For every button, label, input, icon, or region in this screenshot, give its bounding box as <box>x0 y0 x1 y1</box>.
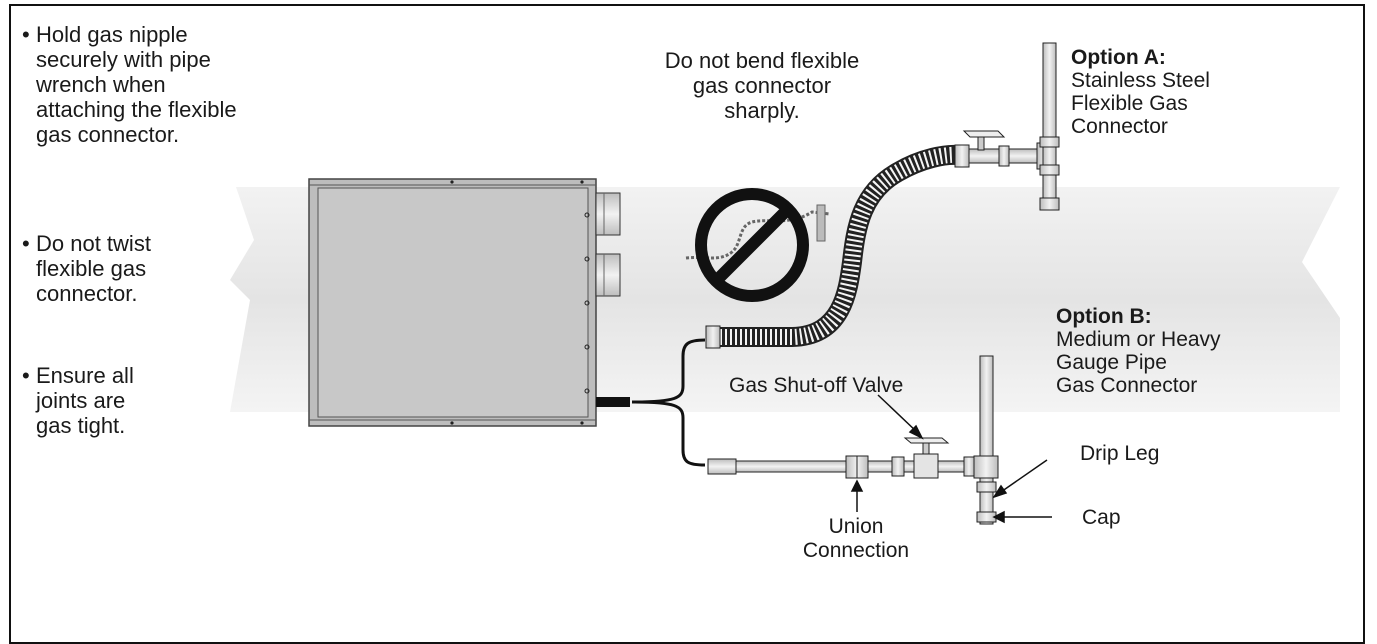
drip-leg-label: Drip Leg <box>1080 442 1160 465</box>
installation-diagram <box>230 42 1340 525</box>
connection-brace <box>631 338 706 467</box>
leader-lines <box>850 394 1052 524</box>
cap-label: Cap <box>1082 506 1121 529</box>
union-connection-label: Union Connection <box>802 515 910 562</box>
option-a-assembly <box>705 42 1060 349</box>
prohibition-icon <box>685 188 831 302</box>
water-heater-unit <box>308 178 630 427</box>
bend-warning: Do not bend flexible gas connector sharp… <box>664 48 860 123</box>
note-do-not-twist: • Do not twist flexible gas connector. <box>22 231 151 306</box>
option-b-label: Option B: Medium or Heavy Gauge Pipe Gas… <box>1056 305 1221 397</box>
shutoff-valve-label: Gas Shut-off Valve <box>729 374 904 397</box>
note-hold-nipple: • Hold gas nipple securely with pipe wre… <box>22 22 237 147</box>
option-b-assembly <box>707 355 999 525</box>
note-gas-tight: • Ensure all joints are gas tight. <box>22 363 134 438</box>
option-a-label: Option A: Stainless Steel Flexible Gas C… <box>1071 46 1210 138</box>
